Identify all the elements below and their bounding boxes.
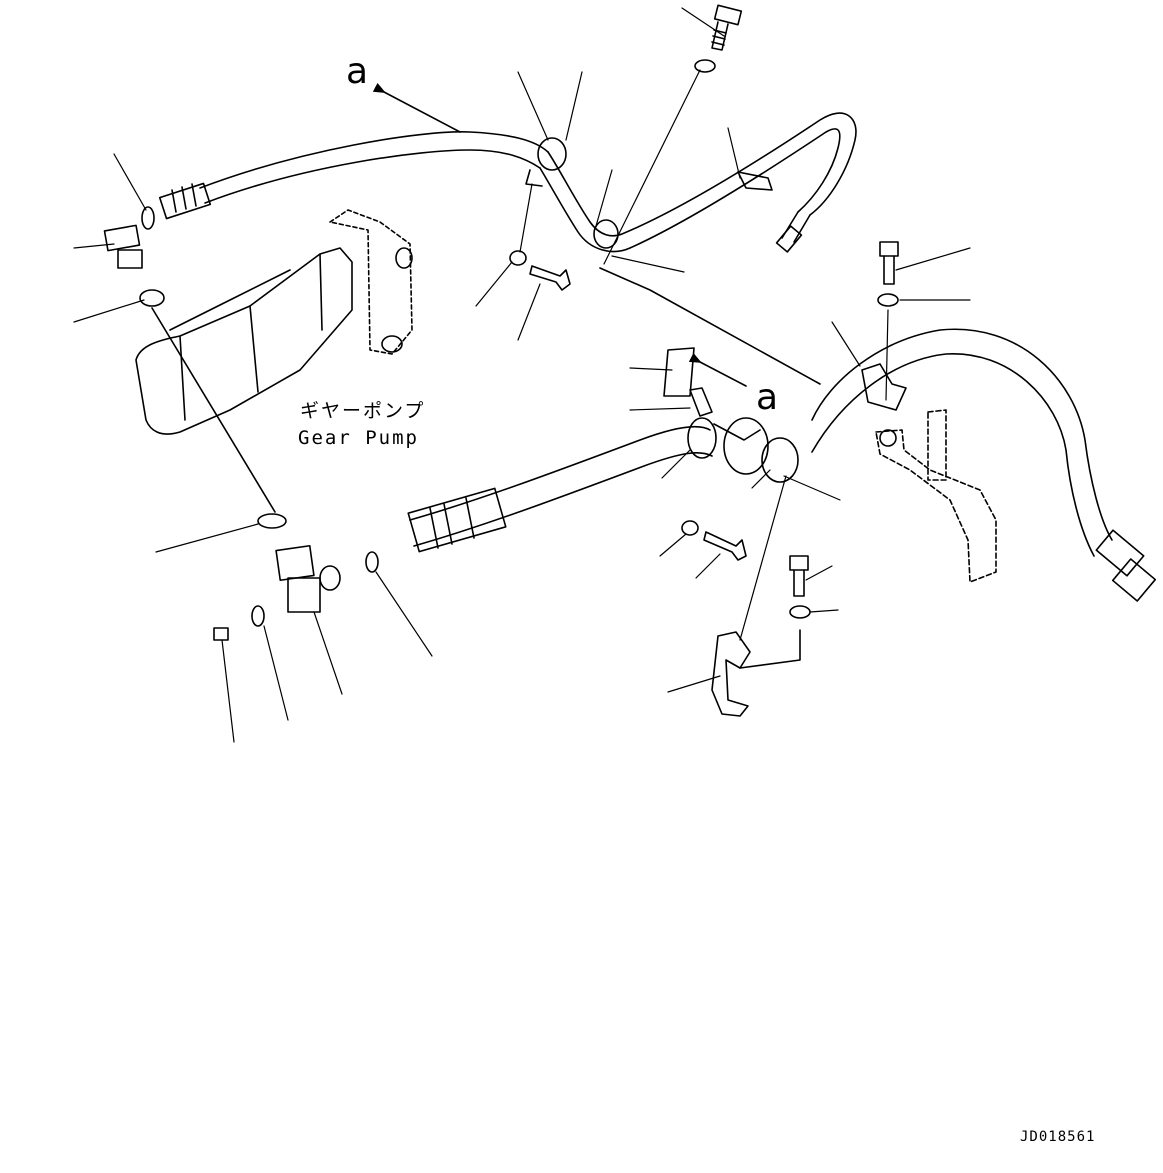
lower-hose-clamps [663, 347, 907, 483]
view-connector-upper [599, 267, 821, 385]
right-bolt-top [879, 241, 899, 285]
upper-bolt [711, 4, 743, 51]
mid-washer [509, 250, 527, 266]
view-connector-lower [713, 423, 761, 441]
right-washer-top [877, 293, 899, 307]
arrow-a-lower [688, 352, 747, 387]
callout-label-a-lower: a [756, 377, 779, 418]
bracket-connector [739, 629, 801, 669]
support-bracket [875, 409, 997, 583]
callout-label-a-upper: a [346, 51, 369, 92]
arrow-a-upper [372, 82, 461, 133]
o-ring-pump-bottom [257, 513, 287, 529]
gear-pump [135, 209, 413, 435]
o-ring-right [365, 551, 379, 573]
mid-bolt [529, 265, 571, 291]
upper-hose-clamps [525, 137, 773, 249]
lower-hose [409, 328, 1113, 557]
lower-bolt [703, 531, 747, 561]
upper-washer [694, 59, 716, 73]
lower-hose-end-fitting-left [407, 487, 507, 553]
lower-washer [681, 520, 699, 536]
lower-bracket [711, 631, 751, 717]
o-ring-small [251, 605, 265, 627]
right-bolt-bottom [789, 555, 809, 597]
gear-pump-caption-japanese: ギヤーポンプ [300, 400, 426, 422]
gear-pump-caption-english: Gear Pump [298, 427, 419, 449]
lower-hose-end-fitting-right [1095, 529, 1157, 602]
upper-hose-end-fitting [158, 182, 212, 220]
right-washer-bottom [789, 605, 811, 619]
bracket-hole [879, 429, 897, 447]
leader-lines [73, 7, 971, 743]
upper-hose [199, 112, 857, 253]
document-id: JD018561 [1020, 1129, 1096, 1145]
pump-axis-line [151, 307, 276, 513]
plug [213, 627, 229, 641]
elbow-fitting-upper [103, 224, 143, 269]
o-ring-pump-top [139, 289, 165, 307]
o-ring-upper [141, 206, 155, 230]
elbow-fitting-lower [275, 544, 341, 613]
